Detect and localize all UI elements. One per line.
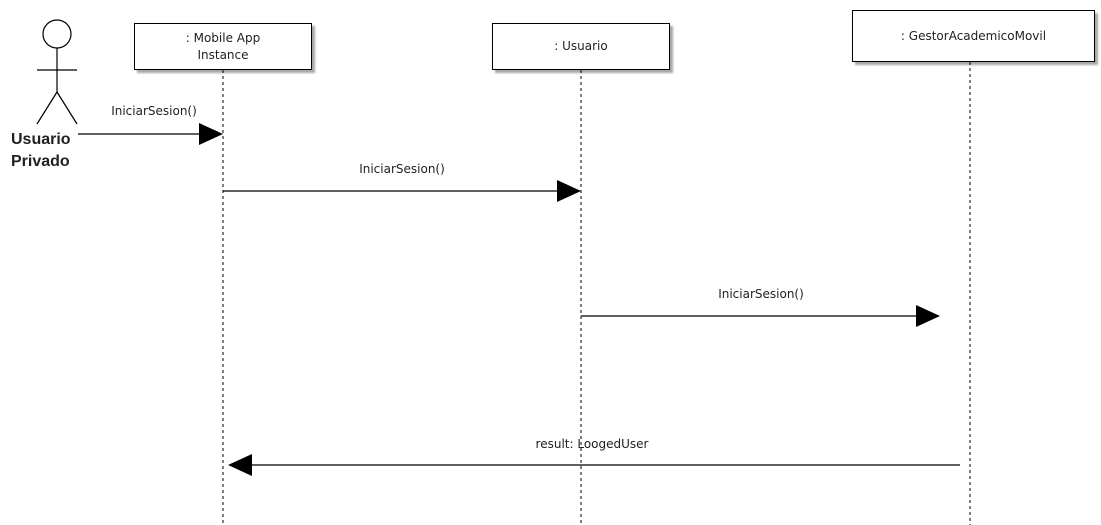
message-3-label: IniciarSesion() [718,287,804,301]
lifeline-label: : Usuario [554,39,608,53]
message-4-return-arrow [228,454,960,476]
message-2-arrow [223,180,581,202]
lifeline-label-line1: : Mobile App [185,30,261,45]
message-2-label: IniciarSesion() [359,162,445,176]
message-3-arrow [581,305,940,327]
lifeline-box-mobile-app: : Mobile App Instance [134,23,312,70]
lifeline-box-usuario: : Usuario [492,23,670,70]
stick-figure-actor-icon [36,19,78,125]
actor-name: Usuario Privado [11,129,71,173]
lifeline-label-line2: Instance [197,47,249,62]
message-4-label: result: LoogedUser [535,437,649,451]
lifeline-box-gestor: : GestorAcademicoMovil [852,10,1095,62]
message-1-arrow [78,123,223,145]
actor-name-line2: Privado [11,153,70,170]
actor-name-line1: Usuario [11,131,71,148]
lifeline-label: : GestorAcademicoMovil [900,28,1047,43]
message-1-label: IniciarSesion() [111,104,197,118]
